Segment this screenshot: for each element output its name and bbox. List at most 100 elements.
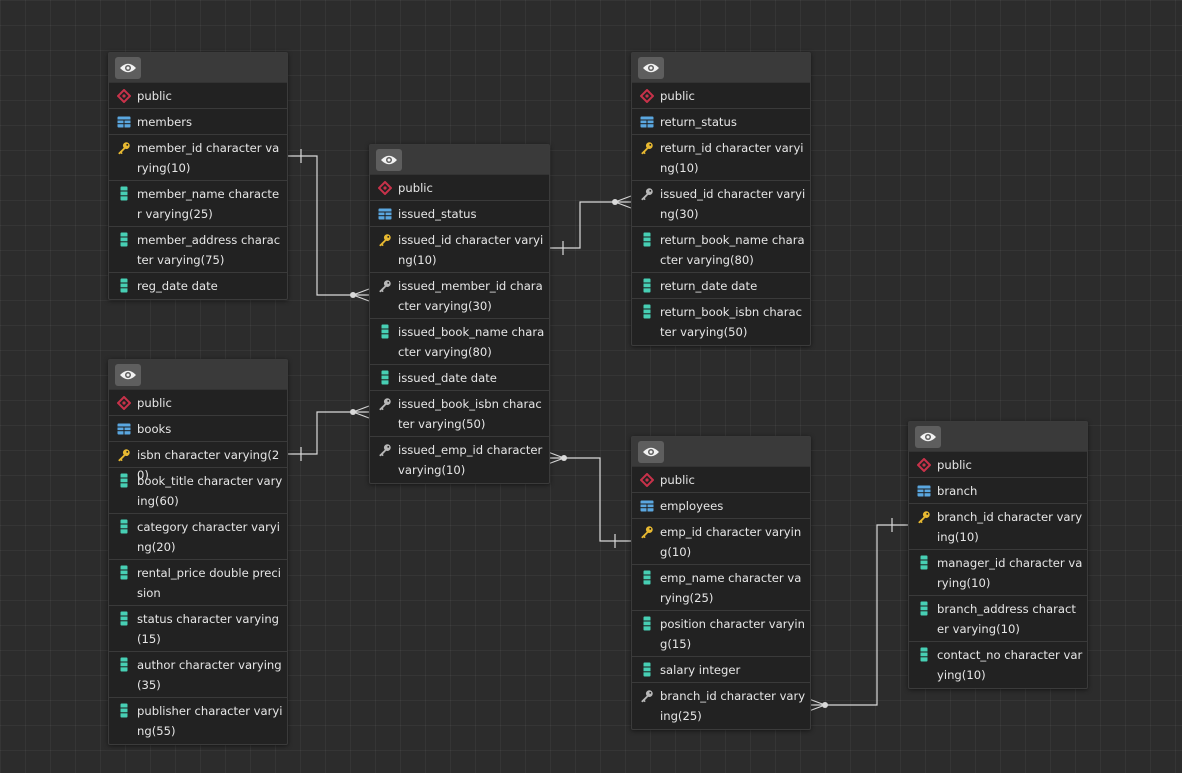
column-row[interactable]: issued_book_name character varying(80) <box>370 319 549 365</box>
column-row-text: issued_emp_id character varying(10) <box>398 442 543 478</box>
table-header[interactable] <box>109 53 287 83</box>
column-icon <box>640 230 654 250</box>
table-name-row-text: return_status <box>660 114 737 129</box>
column-row[interactable]: return_id character varying(10) <box>632 135 810 181</box>
column-row-text: category character varying(20) <box>137 519 280 555</box>
column-row[interactable]: return_book_isbn character varying(50) <box>632 299 810 345</box>
column-icon <box>117 230 131 250</box>
column-row[interactable]: return_book_name character varying(80) <box>632 227 810 273</box>
column-row-text: issued_book_isbn character varying(50) <box>398 396 542 432</box>
column-row[interactable]: rental_price double precision <box>109 560 287 606</box>
table-name-row[interactable]: branch <box>909 478 1087 504</box>
table-header[interactable] <box>632 437 810 467</box>
column-row[interactable]: issued_id character varying(10) <box>370 227 549 273</box>
table-header[interactable] <box>909 422 1087 452</box>
column-row-text: member_name character varying(25) <box>137 186 280 222</box>
column-row[interactable]: issued_member_id character varying(30) <box>370 273 549 319</box>
link-issued-return-foot <box>614 195 632 209</box>
column-row-text: book_title character varying(60) <box>137 473 283 509</box>
column-row-text: issued_member_id character varying(30) <box>398 278 543 314</box>
column-row[interactable]: contact_no character varying(10) <box>909 642 1087 688</box>
link-books-issued <box>286 411 353 455</box>
schema-icon <box>640 86 654 106</box>
link-books-issued-foot <box>352 405 370 419</box>
link-employees-issued-dot <box>561 455 567 461</box>
eye-icon[interactable] <box>376 148 402 171</box>
table-name-row[interactable]: members <box>109 109 287 135</box>
column-row[interactable]: branch_id character varying(10) <box>909 504 1087 550</box>
column-row[interactable]: issued_book_isbn character varying(50) <box>370 391 549 437</box>
link-members-issued <box>286 155 353 296</box>
eye-icon[interactable] <box>638 440 664 463</box>
foreign-key-icon <box>378 440 392 460</box>
column-row[interactable]: emp_id character varying(10) <box>632 519 810 565</box>
column-row[interactable]: publisher character varying(55) <box>109 698 287 744</box>
eye-icon[interactable] <box>638 56 664 79</box>
column-row-text: member_address character varying(75) <box>137 232 281 268</box>
column-row[interactable]: emp_name character varying(25) <box>632 565 810 611</box>
column-icon <box>640 568 654 588</box>
foreign-key-icon <box>378 276 392 296</box>
column-row[interactable]: status character varying(15) <box>109 606 287 652</box>
link-issued-return <box>548 201 615 249</box>
table-name-row[interactable]: return_status <box>632 109 810 135</box>
link-branch-employees <box>825 524 908 706</box>
column-row[interactable]: author character varying(35) <box>109 652 287 698</box>
column-row-text: manager_id character varying(10) <box>937 555 1083 591</box>
table-icon <box>640 496 654 516</box>
column-icon <box>117 517 131 537</box>
column-row[interactable]: member_name character varying(25) <box>109 181 287 227</box>
schema-icon <box>640 470 654 490</box>
schema-icon <box>117 393 131 413</box>
column-row[interactable]: issued_id character varying(30) <box>632 181 810 227</box>
column-row[interactable]: return_date date <box>632 273 810 299</box>
schema-row-text: public <box>660 472 695 487</box>
link-members-issued-dot <box>350 292 356 298</box>
column-row-text: publisher character varying(55) <box>137 703 283 739</box>
schema-icon <box>917 455 931 475</box>
foreign-key-icon <box>378 394 392 414</box>
eye-icon[interactable] <box>115 363 141 386</box>
eye-icon[interactable] <box>115 56 141 79</box>
column-icon <box>117 701 131 721</box>
schema-row-text: public <box>398 180 433 195</box>
column-row[interactable]: issued_date date <box>370 365 549 391</box>
column-row[interactable]: book_title character varying(60) <box>109 468 287 514</box>
table-name-row[interactable]: books <box>109 416 287 442</box>
column-row[interactable]: issued_emp_id character varying(10) <box>370 437 549 483</box>
column-row[interactable]: isbn character varying(20) <box>109 442 287 482</box>
table-header[interactable] <box>109 360 287 390</box>
column-row[interactable]: member_address character varying(75) <box>109 227 287 273</box>
table-header[interactable] <box>632 53 810 83</box>
eye-icon[interactable] <box>915 425 941 448</box>
column-row-text: status character varying(15) <box>137 611 280 647</box>
column-row[interactable]: salary integer <box>632 657 810 683</box>
column-row[interactable]: branch_id character varying(25) <box>632 683 810 729</box>
column-row[interactable]: member_id character varying(10) <box>109 135 287 181</box>
column-row[interactable]: reg_date date <box>109 273 287 299</box>
table-name-row[interactable]: employees <box>632 493 810 519</box>
column-row[interactable]: category character varying(20) <box>109 514 287 560</box>
table-name-row-text: members <box>137 114 193 129</box>
table-name-row[interactable]: issued_status <box>370 201 549 227</box>
column-row[interactable]: position character varying(15) <box>632 611 810 657</box>
column-row[interactable]: branch_address character varying(10) <box>909 596 1087 642</box>
schema-row-text: public <box>937 457 972 472</box>
column-icon <box>378 368 392 388</box>
table-branch[interactable]: public branch branch_id character varying(… <box>908 421 1088 689</box>
schema-row: public <box>909 452 1087 478</box>
table-name-row-text: branch <box>937 483 978 498</box>
column-row-text: branch_id character varying(10) <box>937 509 1083 545</box>
table-header[interactable] <box>370 145 549 175</box>
column-row-text: member_id character varying(10) <box>137 140 280 176</box>
primary-key-icon <box>640 522 654 542</box>
column-icon <box>117 655 131 675</box>
column-row[interactable]: manager_id character varying(10) <box>909 550 1087 596</box>
primary-key-icon <box>640 138 654 158</box>
